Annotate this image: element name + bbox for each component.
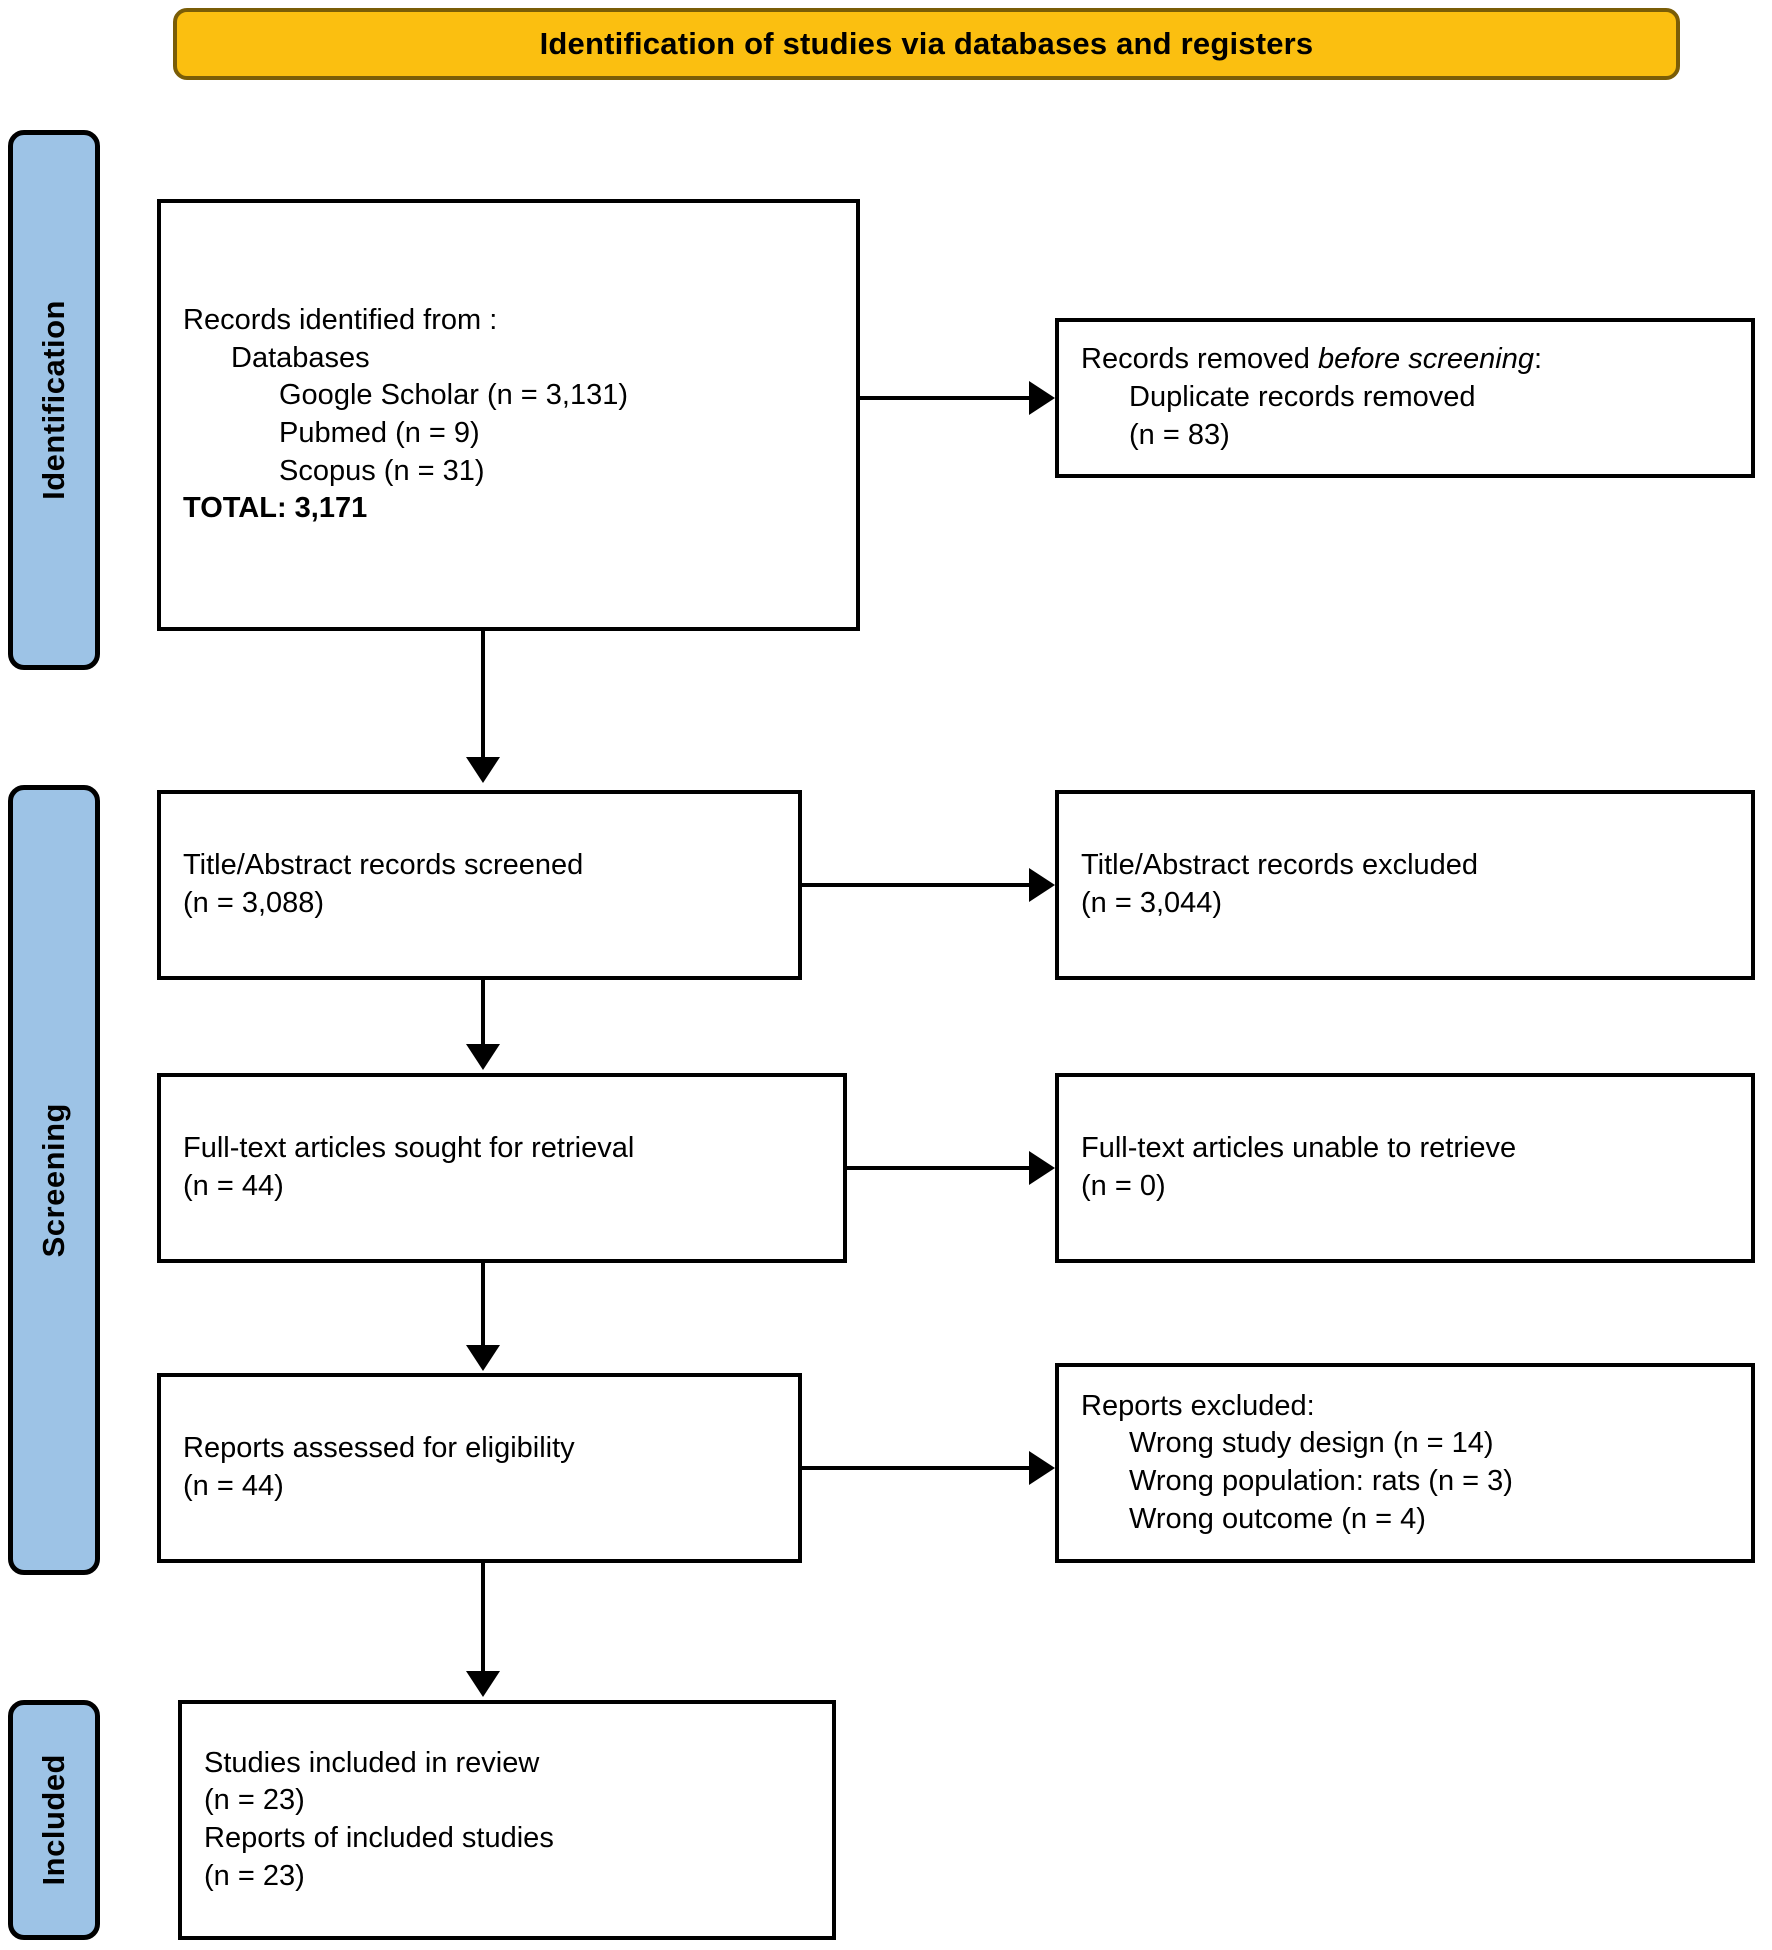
reports-assessed-label: Reports assessed for eligibility [183,1432,575,1465]
stage-rail-screening: Screening [8,785,100,1575]
connector-line [860,396,1030,400]
box-titleabstract-excluded: Title/Abstract records excluded (n = 3,0… [1055,790,1755,980]
arrowhead-down-icon [466,1345,500,1371]
diagram-title: Identification of studies via databases … [539,26,1314,61]
studies-included-label: Studies included in review [204,1746,540,1779]
records-removed-suffix: : [1533,343,1543,376]
records-identified-scopus: Scopus (n = 31) [279,454,485,487]
stage-rail-identification: Identification [8,130,100,670]
connector-line [481,631,485,759]
box-studies-included-in-review: Studies included in review (n = 23) Repo… [178,1700,836,1940]
arrowhead-right-icon [1029,868,1055,902]
records-removed-prefix: Records removed [1081,343,1318,376]
arrowhead-right-icon [1029,1451,1055,1485]
records-removed-line-1: Records removed before screening: [1081,341,1729,379]
stage-label-included: Included [36,1754,71,1886]
connector-line [802,883,1030,887]
fulltext-unable-label: Full-text articles unable to retrieve [1081,1132,1517,1165]
reports-excluded-label: Reports excluded: [1081,1389,1315,1422]
fulltext-unable-count: (n = 0) [1081,1170,1166,1202]
reports-excluded-wrong-study-design: Wrong study design (n = 14) [1129,1427,1494,1460]
connector-line [847,1166,1030,1170]
fulltext-sought-label: Full-text articles sought for retrieval [183,1132,635,1165]
records-identified-line-1: Records identified from : [183,303,498,336]
arrowhead-down-icon [466,1671,500,1697]
box-records-identified: Records identified from : Databases Goog… [157,199,860,631]
box-records-removed-before-screening: Records removed before screening: Duplic… [1055,318,1755,478]
diagram-header-banner: Identification of studies via databases … [173,8,1680,80]
connector-line [481,1263,485,1347]
connector-line [481,980,485,1046]
reports-excluded-wrong-population: Wrong population: rats (n = 3) [1129,1465,1513,1497]
fulltext-sought-count: (n = 44) [183,1170,284,1202]
records-removed-count: (n = 83) [1129,418,1230,451]
arrowhead-right-icon [1029,1151,1055,1185]
titleabstract-excluded-count: (n = 3,044) [1081,887,1223,919]
box-reports-excluded: Reports excluded: Wrong study design (n … [1055,1363,1755,1563]
stage-rail-included: Included [8,1700,100,1940]
box-titleabstract-screened: Title/Abstract records screened (n = 3,0… [157,790,802,980]
records-removed-emphasis: before screening [1317,343,1534,376]
studies-included-count: (n = 23) [204,1784,305,1817]
reports-excluded-wrong-outcome: Wrong outcome (n = 4) [1129,1502,1426,1535]
records-identified-line-2: Databases [231,341,370,374]
box-fulltext-unable-to-retrieve: Full-text articles unable to retrieve (n… [1055,1073,1755,1263]
arrowhead-right-icon [1029,381,1055,415]
box-reports-assessed-for-eligibility: Reports assessed for eligibility (n = 44… [157,1373,802,1563]
titleabstract-excluded-label: Title/Abstract records excluded [1081,849,1479,882]
arrowhead-down-icon [466,1044,500,1070]
reports-of-included-label: Reports of included studies [204,1822,554,1854]
records-identified-pubmed: Pubmed (n = 9) [279,417,480,449]
titleabstract-screened-label: Title/Abstract records screened [183,849,584,882]
records-identified-google-scholar: Google Scholar (n = 3,131) [279,379,629,412]
box-fulltext-sought-for-retrieval: Full-text articles sought for retrieval … [157,1073,847,1263]
records-removed-duplicates: Duplicate records removed [1129,381,1476,414]
reports-of-included-count: (n = 23) [204,1859,305,1892]
connector-line [802,1466,1030,1470]
stage-label-identification: Identification [36,300,71,500]
connector-line [481,1563,485,1673]
reports-assessed-count: (n = 44) [183,1470,284,1502]
stage-label-screening: Screening [36,1102,71,1258]
titleabstract-screened-count: (n = 3,088) [183,887,325,919]
arrowhead-down-icon [466,757,500,783]
records-identified-total: TOTAL: 3,171 [183,492,368,525]
